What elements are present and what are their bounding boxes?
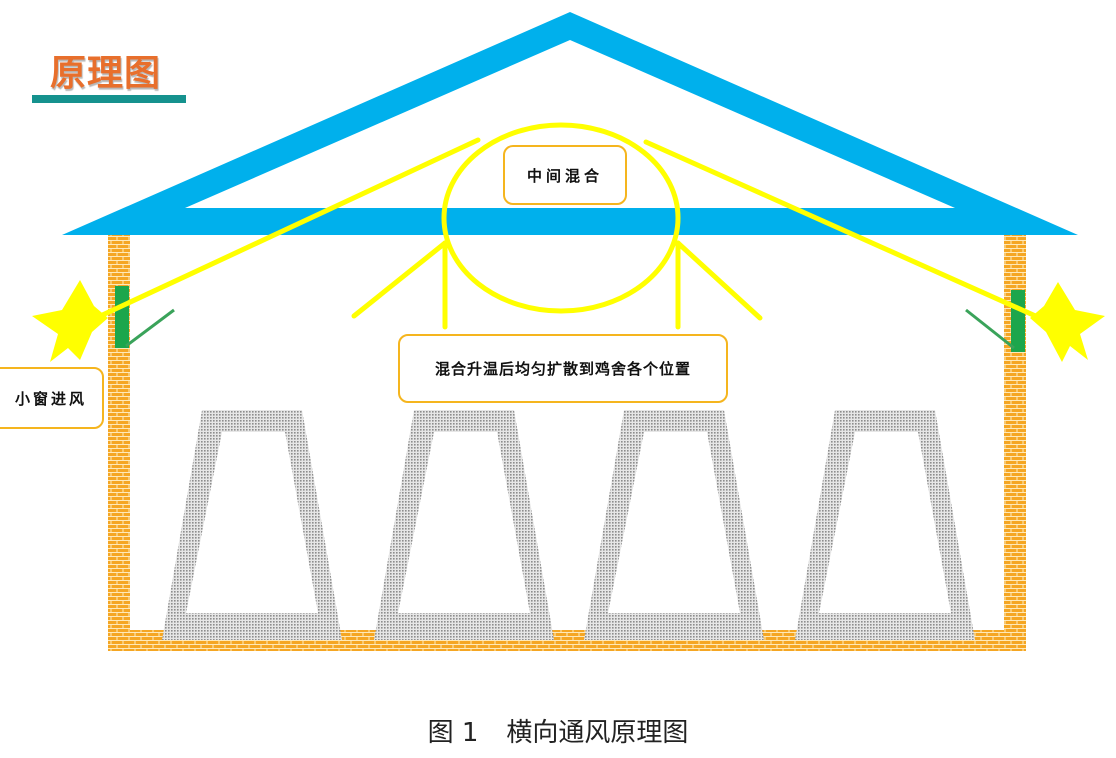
figure-number: 图 1	[427, 718, 479, 748]
figure-caption: 图 1 横向通风原理图	[0, 712, 1116, 749]
right-window	[1011, 290, 1025, 352]
inlet-label: 小窗进风	[0, 367, 104, 429]
figure-title: 横向通风原理图	[506, 718, 689, 748]
center-mix-label: 中间混合	[503, 145, 627, 205]
inflow-line-left	[93, 137, 481, 321]
spread-line-4	[675, 240, 763, 321]
right-air-arrow-icon	[1030, 282, 1105, 362]
left-window	[115, 286, 129, 348]
cage	[795, 410, 975, 640]
cage	[584, 410, 764, 640]
right-window-flap	[965, 308, 1015, 350]
air-flow	[93, 122, 1043, 330]
cage	[162, 410, 342, 640]
spread-label: 混合升温后均匀扩散到鸡舍各个位置	[398, 334, 728, 403]
mixing-circle	[441, 122, 681, 314]
heading-underline	[32, 95, 186, 103]
cage-group	[162, 410, 975, 640]
inflow-line-right	[643, 139, 1043, 321]
left-air-arrow-icon	[32, 280, 108, 362]
left-window-flap	[125, 308, 175, 348]
cage	[374, 410, 554, 640]
roof	[62, 12, 1078, 235]
diagram-heading: 原理图	[50, 53, 162, 94]
spread-line-1	[351, 240, 448, 319]
